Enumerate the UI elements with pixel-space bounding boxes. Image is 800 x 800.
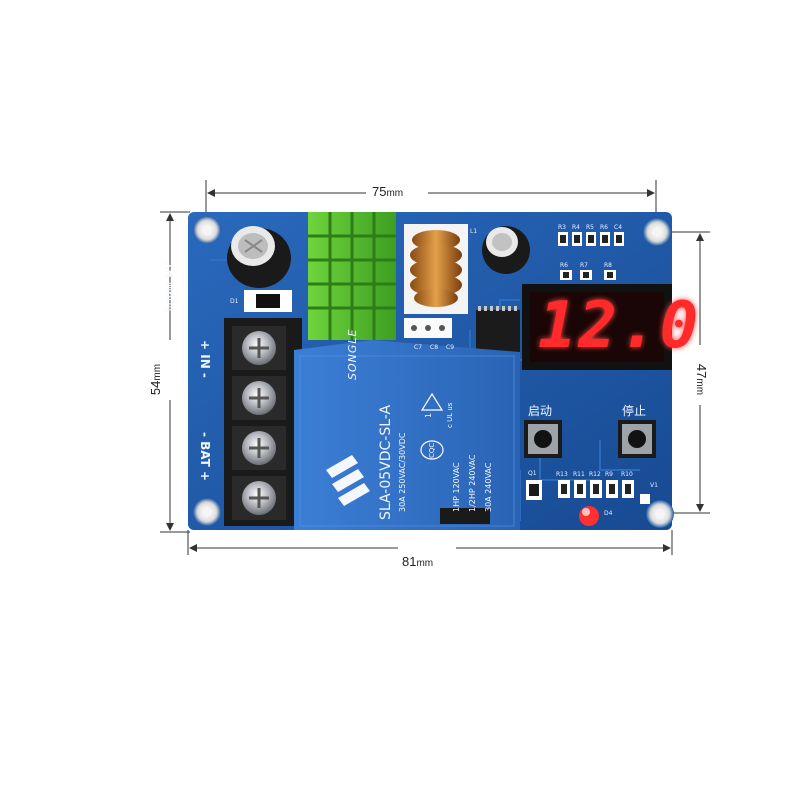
relay-rating-2: 30A 240VAC: [484, 462, 493, 512]
resistor-label: R6: [600, 224, 608, 231]
resistor-label: R9: [605, 471, 613, 478]
dimension-bottom: 81mm: [402, 554, 434, 569]
capacitor-label: C9: [446, 344, 455, 351]
resistor-label: R11: [573, 471, 585, 478]
relay-brand: SONGLE: [346, 328, 359, 380]
resistor-label: R13: [556, 471, 568, 478]
start-label: 启动: [528, 404, 553, 418]
stop-label: 停止: [622, 404, 647, 418]
resistor-label: R7: [580, 262, 588, 269]
board-model-label: XH-M604: [163, 262, 176, 313]
relay-pin: 1: [424, 412, 433, 418]
v1-label: V1: [650, 482, 658, 489]
capacitor-label: C4: [614, 224, 623, 231]
relay-rating-1: 30A 250VAC/30VDC: [398, 432, 407, 512]
dimension-top: 75mm: [372, 184, 404, 199]
ic-chip: [476, 310, 520, 354]
relay-rating-3: 1/2HP 240VAC: [468, 454, 477, 512]
led-label: D4: [604, 510, 613, 517]
capacitor-label: C7: [414, 344, 423, 351]
relay-cert: CQC: [428, 442, 436, 458]
battery-label: - BAT +: [198, 432, 212, 482]
resistor-label: R4: [572, 224, 580, 231]
l1-label: L1: [470, 228, 478, 235]
resistor-label: R8: [604, 262, 612, 269]
q1-label: Q1: [528, 470, 537, 477]
terminal-screws: [242, 331, 276, 515]
relay-ul: c UL us: [446, 402, 454, 428]
relay-rating-4: 1HP 120VAC: [452, 462, 461, 512]
relay-model: SLA-05VDC-SL-A: [378, 404, 394, 520]
d1-label: D1: [230, 298, 239, 305]
input-label: + IN -: [198, 340, 212, 378]
songle-logo: [326, 455, 370, 506]
resistor-label: R12: [589, 471, 601, 478]
resistor-label: R5: [586, 224, 594, 231]
resistor-label: R3: [558, 224, 566, 231]
resistor-label: R6: [560, 262, 568, 269]
display-readout: 12.0: [538, 289, 701, 363]
status-led: [579, 506, 599, 526]
capacitor-label: C8: [430, 344, 439, 351]
resistor-label: R10: [621, 471, 633, 478]
